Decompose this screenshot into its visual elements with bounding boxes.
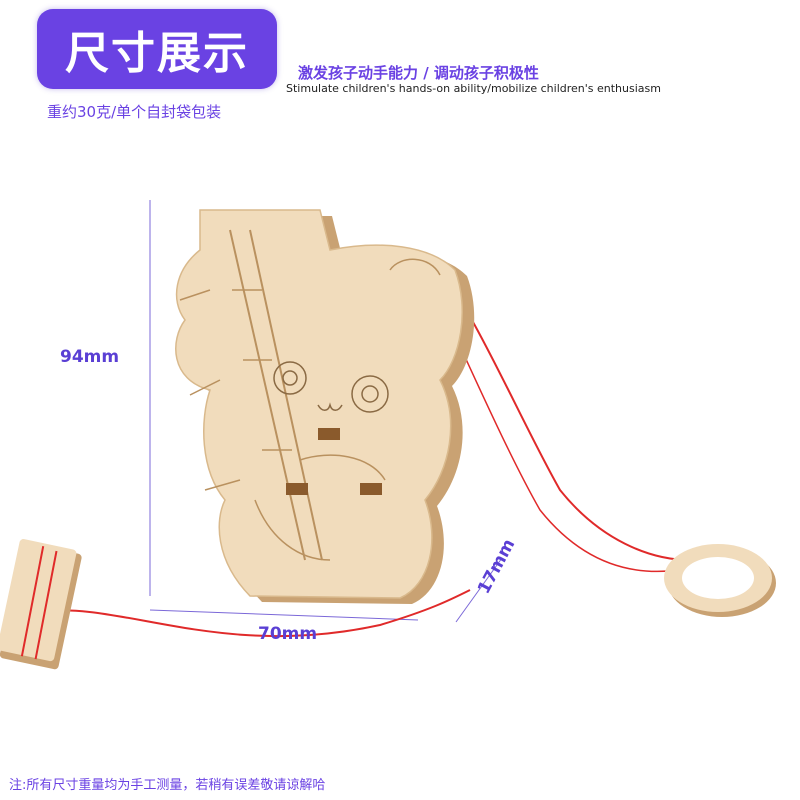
wooden-stick	[0, 539, 82, 670]
wooden-ring	[664, 544, 776, 617]
depth-dimension-line	[455, 557, 503, 623]
title-badge: 尺寸展示	[37, 9, 277, 89]
slogan-english: Stimulate children's hands-on ability/mo…	[286, 82, 661, 95]
wooden-panda-toy	[175, 209, 475, 604]
weight-info: 重约30克/单个自封袋包装	[47, 103, 222, 121]
red-string	[39, 589, 471, 638]
measurement-note: 注:所有尺寸重量均为手工测量，若稍有误差敬请谅解哈	[9, 778, 326, 793]
slogan-chinese: 激发孩子动手能力 / 调动孩子积极性	[298, 64, 539, 82]
height-dimension-label: 94mm	[60, 347, 120, 367]
width-dimension-label: 70mm	[258, 624, 318, 644]
width-dimension-line	[149, 609, 419, 621]
page-title: 尺寸展示	[65, 28, 249, 79]
